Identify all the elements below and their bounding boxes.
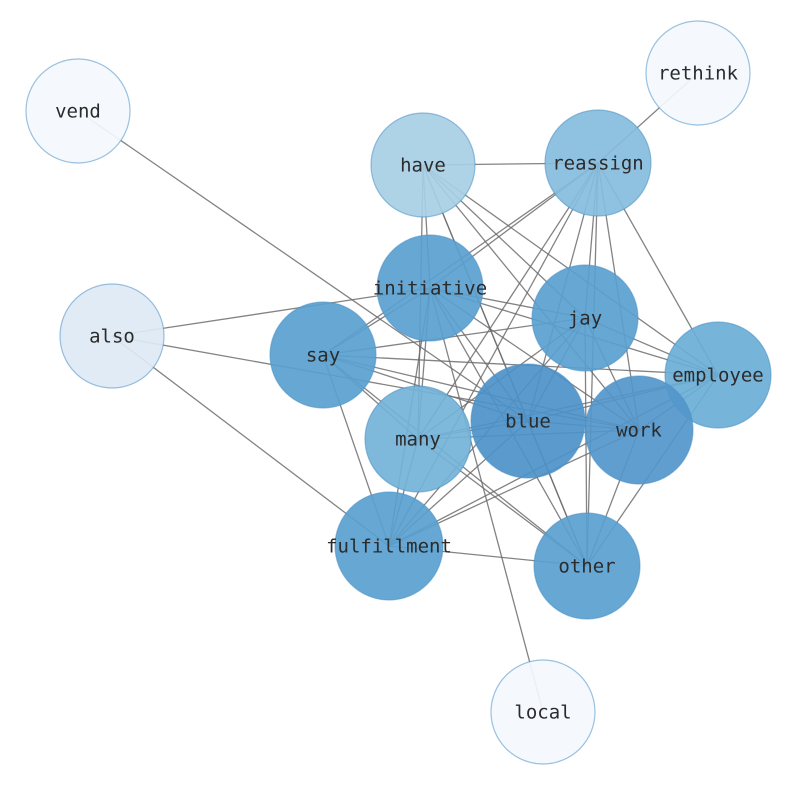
graph-node-also[interactable]: also [59, 283, 165, 389]
node-label: blue [505, 411, 551, 433]
node-circle[interactable] [334, 491, 444, 601]
node-label: also [89, 326, 135, 348]
node-circle[interactable] [664, 321, 772, 429]
graph-node-fulfillment[interactable]: fulfillment [326, 491, 452, 601]
node-label: initiative [373, 278, 487, 300]
node-label: say [306, 345, 340, 367]
node-label: jay [568, 308, 602, 330]
graph-node-vend[interactable]: vend [25, 58, 131, 164]
node-label: other [558, 556, 615, 578]
node-circle[interactable] [364, 385, 472, 493]
node-circle[interactable] [470, 363, 586, 479]
node-circle[interactable] [376, 234, 484, 342]
graph-node-reassign[interactable]: reassign [544, 109, 652, 217]
graph-node-say[interactable]: say [269, 301, 377, 409]
graph-node-many[interactable]: many [364, 385, 472, 493]
graph-node-jay[interactable]: jay [531, 264, 639, 372]
node-label: many [395, 429, 441, 451]
node-label: vend [55, 101, 101, 123]
node-circle[interactable] [370, 112, 476, 218]
node-label: have [400, 155, 446, 177]
node-circle[interactable] [490, 659, 596, 765]
graph-edge [417, 162, 599, 440]
node-circle[interactable] [584, 375, 694, 485]
graph-node-work[interactable]: work [584, 375, 694, 485]
nodes-layer: vend rethink local also have reassign many empl… [25, 20, 772, 765]
node-circle[interactable] [533, 512, 641, 620]
graph-node-other[interactable]: other [533, 512, 641, 620]
node-label: rethink [658, 63, 739, 85]
node-circle[interactable] [544, 109, 652, 217]
graph-edge [77, 110, 529, 422]
graph-edge [422, 164, 640, 431]
graph-edge [429, 287, 544, 713]
graph-node-blue[interactable]: blue [470, 363, 586, 479]
node-circle[interactable] [645, 20, 751, 126]
graph-edge [111, 335, 390, 547]
node-label: fulfillment [326, 536, 452, 558]
graph-node-rethink[interactable]: rethink [645, 20, 751, 126]
graph-node-have[interactable]: have [370, 112, 476, 218]
node-label: work [616, 420, 662, 442]
graph-node-local[interactable]: local [490, 659, 596, 765]
graph-node-employee[interactable]: employee [664, 321, 772, 429]
graph-node-initiative[interactable]: initiative [373, 234, 487, 342]
node-circle[interactable] [531, 264, 639, 372]
graph-edge [111, 287, 431, 337]
node-circle[interactable] [25, 58, 131, 164]
node-circle[interactable] [59, 283, 165, 389]
node-label: local [514, 702, 571, 724]
node-label: reassign [552, 153, 644, 175]
node-label: employee [672, 365, 764, 387]
node-circle[interactable] [269, 301, 377, 409]
